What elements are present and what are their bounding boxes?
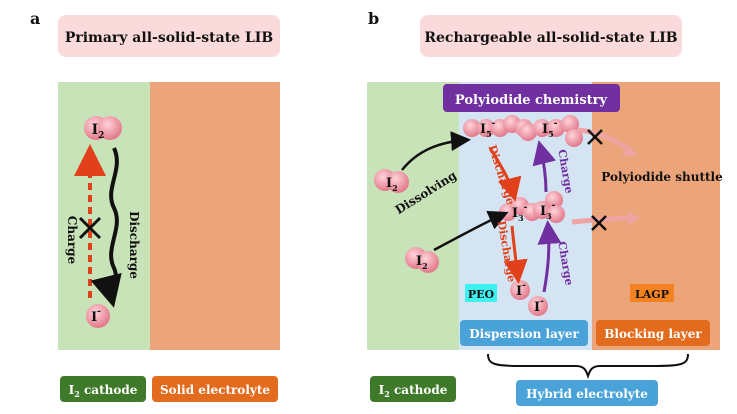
panel-a-iodide-ion: I-	[86, 304, 110, 328]
svg-text:I3-: I3-	[540, 201, 556, 221]
panel-a-electrolyte-tag	[152, 376, 278, 402]
lagp-label: LAGP	[635, 288, 669, 301]
panel-a-electrolyte-region	[150, 82, 280, 350]
dispersion-layer-tag	[460, 320, 588, 346]
svg-text:I5-: I5-	[542, 119, 558, 139]
svg-text:I2: I2	[92, 122, 105, 141]
polyiodide-shuttle-label: Polyiodide shuttle	[601, 170, 723, 184]
shuttle-arrowhead-upper	[622, 144, 638, 156]
svg-text:I-: I-	[534, 297, 544, 315]
panel-b-letter: b	[368, 9, 379, 28]
panel-a-title-box	[58, 15, 280, 57]
panel-a-title: Primary all-solid-state LIB	[65, 30, 274, 46]
charge-arrow-lower	[537, 220, 562, 293]
panel-b-cathode-text: I2 cathode	[379, 383, 448, 399]
hybrid-electrolyte-brace	[487, 353, 689, 380]
svg-text:I2: I2	[386, 176, 398, 193]
discharge-arrow-lower	[503, 225, 528, 284]
svg-text:I5-: I5-	[480, 119, 496, 139]
polyiodide-chemistry-tag	[443, 84, 620, 112]
hybrid-electrolyte-tag	[516, 380, 658, 406]
dissolving-arrow-lower	[433, 210, 509, 252]
panel-b-cathode-region	[367, 82, 459, 350]
panel-b-i2-lower: I2	[405, 247, 439, 273]
peo-label: PEO	[468, 288, 495, 301]
shuttle-arrowhead-lower	[628, 211, 640, 225]
shuttle-blocked-cross-lower	[591, 215, 607, 231]
svg-text:I-: I-	[516, 281, 526, 299]
shuttle-blocked-cross-upper	[587, 129, 603, 145]
peo-tag	[465, 284, 497, 302]
hybrid-electrolyte-text: Hybrid electrolyte	[526, 387, 648, 401]
panel-a-i2-molecule: I2	[84, 116, 122, 141]
panel-a-blocked-cross	[78, 216, 102, 240]
panel-b-title: Rechargeable all-solid-state LIB	[424, 30, 677, 46]
panel-b-iodide-left: I-	[510, 280, 530, 300]
panel-b-i5-right: I5-	[519, 115, 583, 147]
svg-text:I3-: I3-	[512, 203, 528, 223]
polyiodide-chemistry-text: Polyiodide chemistry	[455, 93, 608, 108]
panel-b-iodide-right: I-	[528, 296, 548, 316]
panel-b-i3-right: I3-	[533, 191, 565, 223]
panel-a-electrolyte-text: Solid electrolyte	[160, 383, 270, 397]
lagp-tag	[630, 284, 674, 302]
panel-a-charge-label: Charge	[65, 216, 79, 265]
charge-arrow-upper	[532, 140, 557, 193]
panel-b-cathode-tag	[370, 376, 456, 402]
panel-b-title-box	[420, 15, 682, 57]
blocking-layer-text: Blocking layer	[604, 327, 702, 341]
dispersion-layer-text: Dispersion layer	[469, 327, 579, 341]
panel-b-i2-upper: I2	[374, 169, 409, 193]
panel-a-cathode-text: I2 cathode	[69, 383, 138, 399]
panel-b-blocking-region	[592, 82, 720, 350]
panel-a-cathode-tag	[60, 376, 146, 402]
svg-text:I2: I2	[416, 254, 428, 271]
panel-a-discharge-arrow	[90, 147, 122, 308]
svg-text:I-: I-	[91, 307, 101, 325]
panel-a-discharge-label: Discharge	[127, 211, 141, 279]
discharge-arrow-upper	[488, 147, 522, 202]
dissolving-arrow-upper	[401, 131, 471, 171]
panel-a-letter: a	[30, 9, 40, 28]
blocking-layer-tag	[596, 320, 710, 346]
